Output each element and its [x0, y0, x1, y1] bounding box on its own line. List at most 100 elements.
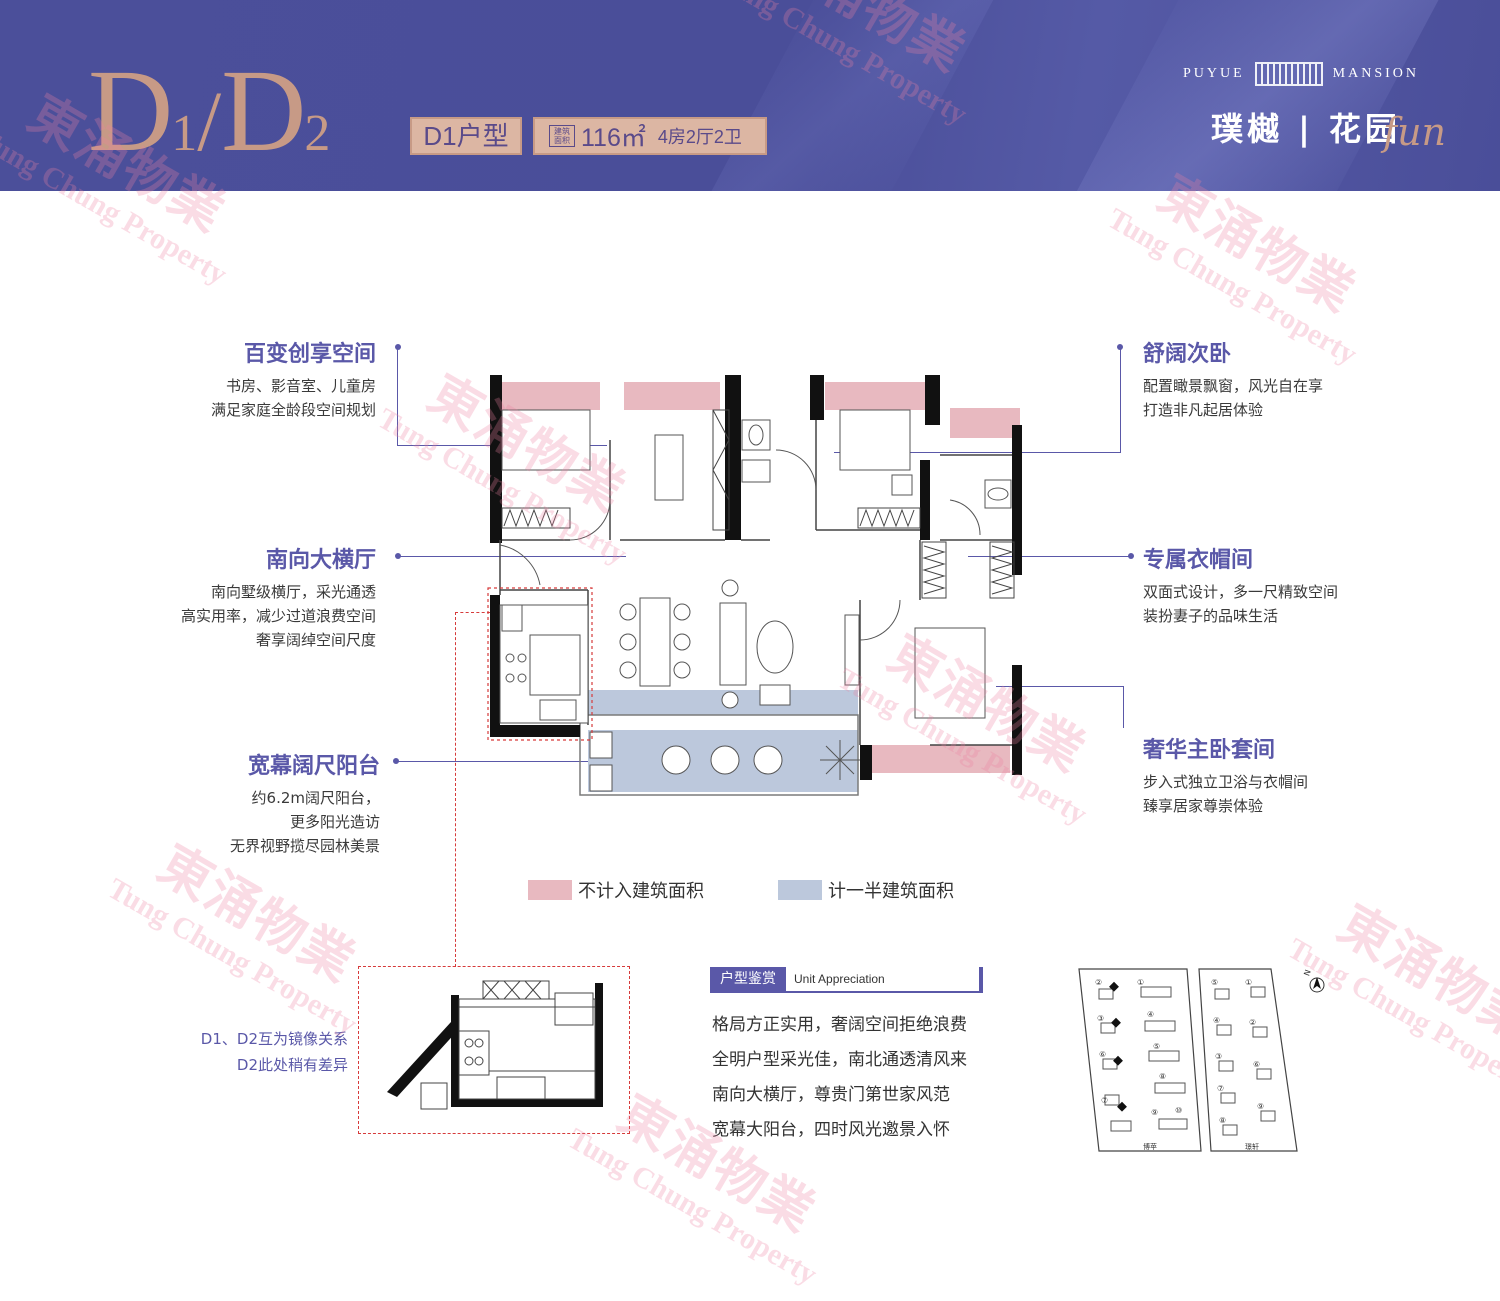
callout-wardrobe: 专属衣帽间 双面式设计，多一尺精致空间 装扮妻子的品味生活 — [1143, 542, 1338, 628]
area-badge: 建筑面积 116㎡ 4房2厅2卫 — [533, 117, 767, 155]
leader-dot — [1128, 553, 1134, 559]
inset-connector — [455, 612, 456, 967]
bed — [914, 627, 986, 719]
callout-line: 打造非凡起居体验 — [1143, 401, 1264, 419]
dining-table — [639, 597, 671, 687]
fridge — [529, 634, 581, 696]
basin — [741, 459, 771, 483]
leader-line — [1120, 347, 1121, 453]
site-map-number: ① — [1137, 978, 1144, 987]
sofa — [719, 602, 747, 686]
callout-second-bedroom: 舒阔次卧 配置瞰景飘窗，风光自在享 打造非凡起居体验 — [1143, 336, 1323, 422]
appreciation-en: Unit Appreciation — [794, 972, 885, 986]
fridge — [554, 992, 594, 1026]
appreciation-bar — [979, 967, 983, 991]
armchair — [759, 684, 791, 706]
bay-window-area — [624, 382, 720, 410]
bay-window-area — [950, 408, 1020, 438]
north-label: N — [1302, 968, 1313, 977]
site-map-number: ⑤ — [1153, 1042, 1160, 1051]
leader-line — [397, 347, 398, 446]
leader-line — [398, 556, 626, 557]
site-map-number: ④ — [1213, 1016, 1220, 1025]
leader-dot — [395, 344, 401, 350]
callout-title: 舒阔次卧 — [1143, 342, 1232, 367]
site-map-number: ⑧ — [1219, 1116, 1226, 1125]
model-number: 1 — [171, 105, 198, 162]
callout-living-hall: 南向大横厅 南向墅级横厅，采光通透 高实用率，减少过道浪费空间 奢享阔绰空间尺度 — [181, 542, 376, 652]
unit-model-title: D1/D2 — [88, 52, 330, 172]
callout-title: 宽幕阔尺阳台 — [247, 754, 380, 779]
site-map-number: ⑨ — [1151, 1108, 1158, 1117]
unit-appreciation-text: 格局方正实用，奢阔空间拒绝浪费 全明户型采光佳，南北通透清风来 南向大横厅，尊贵… — [712, 1008, 967, 1148]
brand-cn: 璞樾 | 花园 — [1211, 110, 1401, 148]
mirror-note-line: D1、D2互为镜像关系 — [200, 1030, 348, 1048]
area-label: 建筑面积 — [549, 125, 575, 147]
site-map-number: ⑥ — [1099, 1050, 1106, 1059]
appreciation-line: 全明户型采光佳，南北通透清风来 — [712, 1050, 967, 1070]
legend-half-counted: 计一半建筑面积 — [778, 877, 954, 903]
leader-line — [396, 761, 638, 762]
callout-title: 百变创享空间 — [243, 342, 376, 367]
d2-kitchen-inset — [358, 966, 630, 1134]
model-letter: D — [221, 45, 306, 176]
sink — [539, 699, 577, 721]
callout-line: 约6.2m阔尺阳台， — [251, 789, 380, 807]
callout-title: 奢华主卧套间 — [1143, 738, 1276, 763]
site-map-number: ③ — [1215, 1052, 1222, 1061]
appreciation-line: 宽幕大阳台，四时风光邀景入怀 — [712, 1120, 950, 1140]
coffee-table — [756, 620, 794, 674]
model-slash: / — [197, 73, 222, 169]
kitchen-highlight — [487, 587, 593, 741]
appreciation-tag: 户型鉴赏 — [710, 967, 786, 991]
callout-line: 配置瞰景飘窗，风光自在享 — [1143, 377, 1324, 395]
tv-cabinet — [844, 614, 860, 686]
d2-kitchen-plan — [387, 980, 603, 1110]
appreciation-line: 南向大横厅，尊贵门第世家风范 — [712, 1085, 950, 1105]
sink — [496, 1076, 546, 1100]
site-map-number: ② — [1095, 978, 1102, 987]
brand-en-right: MANSION — [1332, 66, 1420, 81]
callout-line: 臻享居家尊崇体验 — [1143, 797, 1264, 815]
site-map-label: 璟轩 — [1245, 1142, 1259, 1151]
legend-swatch-blue — [778, 880, 822, 900]
bay-window-area — [825, 382, 925, 410]
callout-line: 奢享阔绰空间尺度 — [255, 631, 376, 649]
building-emblem-icon — [1254, 62, 1323, 86]
leader-line — [1123, 686, 1124, 728]
model-number: 2 — [304, 105, 331, 162]
callout-line: 更多阳光造访 — [289, 813, 380, 831]
bed — [839, 409, 911, 471]
site-map-number: ④ — [1147, 1010, 1154, 1019]
site-map-number: ③ — [1097, 1014, 1104, 1023]
bed — [501, 409, 591, 471]
callout-line: 双面式设计，多一尺精致空间 — [1143, 583, 1339, 601]
header-sheen — [690, 0, 1010, 191]
model-letter: D — [88, 45, 173, 176]
mirror-note-line: D2此处稍有差异 — [236, 1056, 348, 1074]
callout-balcony: 宽幕阔尺阳台 约6.2m阔尺阳台， 更多阳光造访 无界视野揽尽园林美景 — [230, 748, 380, 858]
inset-connector — [455, 612, 490, 613]
callout-line: 装扮妻子的品味生活 — [1143, 607, 1279, 625]
unit-appreciation-header: 户型鉴赏 Unit Appreciation — [710, 967, 983, 993]
leader-line — [968, 556, 1130, 557]
site-map-number: ① — [1245, 978, 1252, 987]
site-map-number: ② — [1249, 1018, 1256, 1027]
site-map-number: ⑤ — [1211, 978, 1218, 987]
site-map-block-left — [1078, 968, 1202, 1152]
leader-line — [834, 452, 1121, 453]
legend-not-counted: 不计入建筑面积 — [528, 877, 704, 903]
unit-type-badge: D1户型 — [410, 117, 522, 155]
callout-master-suite: 奢华主卧套间 步入式独立卫浴与衣帽间 臻享居家尊崇体验 — [1143, 732, 1308, 818]
callout-title: 南向大横厅 — [265, 548, 376, 573]
leader-line — [996, 686, 1124, 687]
bay-window-area — [502, 382, 600, 410]
stove — [458, 1030, 490, 1076]
chair — [891, 474, 913, 496]
brand-script: fun — [1383, 110, 1447, 154]
legend-swatch-pink — [528, 880, 572, 900]
floor-plan — [487, 375, 1022, 796]
callout-line: 步入式独立卫浴与衣帽间 — [1143, 773, 1309, 791]
site-map-block-right — [1198, 968, 1298, 1152]
site-map-number: ⑦ — [1217, 1084, 1224, 1093]
